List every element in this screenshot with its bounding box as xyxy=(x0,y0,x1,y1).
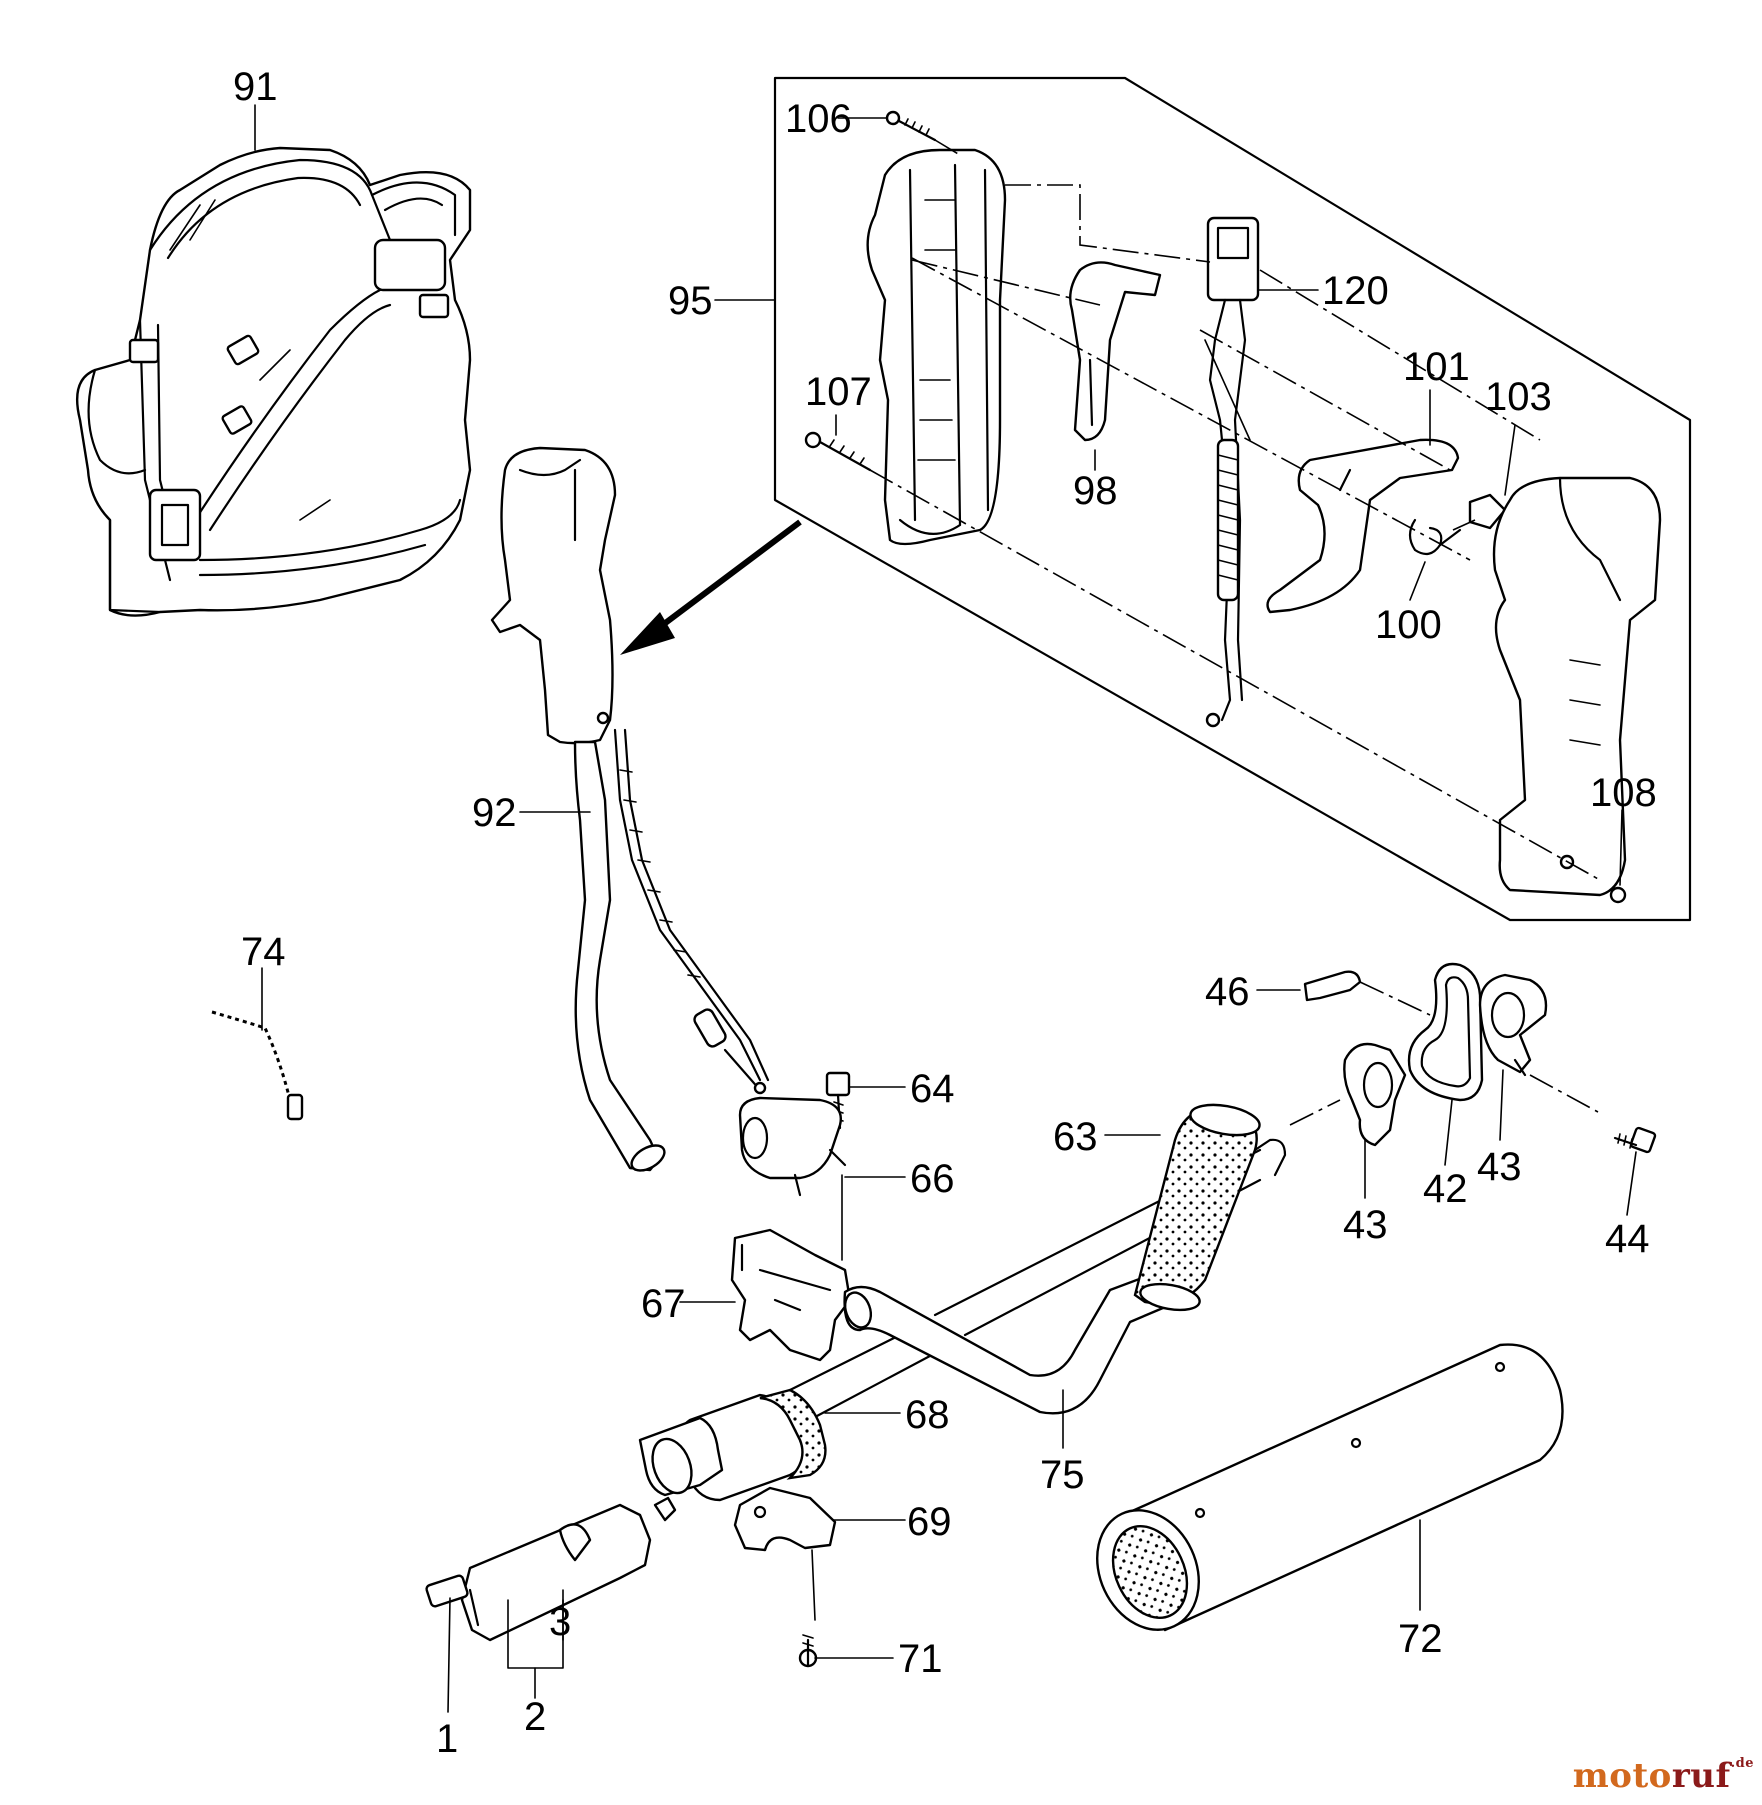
callout-74: 74 xyxy=(241,930,286,974)
assembly-arrow xyxy=(620,519,802,655)
callout-43-left: 43 xyxy=(1343,1203,1388,1247)
callout-42: 42 xyxy=(1423,1167,1468,1211)
harness-part-91 xyxy=(75,146,472,617)
trigger-part-101 xyxy=(1266,438,1460,614)
spring-part-100 xyxy=(1408,518,1462,556)
grip-part-68 xyxy=(638,1388,827,1502)
callout-107: 107 xyxy=(805,370,872,414)
watermark-logo: motoruf.de xyxy=(1573,1756,1754,1796)
grip-part-63 xyxy=(1133,1103,1287,1312)
watermark-part2: ruf xyxy=(1671,1756,1731,1796)
watermark-tld: .de xyxy=(1730,1756,1754,1771)
clamp-part-66 xyxy=(738,1096,847,1261)
button-part-103 xyxy=(1468,493,1507,530)
callout-2: 2 xyxy=(524,1695,546,1739)
callout-101: 101 xyxy=(1403,345,1470,389)
callout-120: 120 xyxy=(1322,269,1389,313)
callout-98: 98 xyxy=(1073,469,1118,513)
screw-part-44 xyxy=(1613,1126,1657,1154)
shaft-parts-1-2-3 xyxy=(425,1496,677,1642)
callout-69: 69 xyxy=(907,1500,952,1544)
callout-68: 68 xyxy=(905,1393,950,1437)
callout-100: 100 xyxy=(1375,603,1442,647)
callout-95: 95 xyxy=(668,279,713,323)
leader-lines xyxy=(254,104,1637,1713)
callout-103: 103 xyxy=(1485,375,1552,419)
callout-1: 1 xyxy=(436,1717,458,1761)
callout-106: 106 xyxy=(785,97,852,141)
callout-75: 75 xyxy=(1040,1453,1085,1497)
switch-part-120 xyxy=(1204,216,1260,728)
callout-46: 46 xyxy=(1205,970,1250,1014)
callout-72: 72 xyxy=(1398,1617,1443,1661)
cable-tie-part-74 xyxy=(211,1010,304,1121)
callout-63: 63 xyxy=(1053,1115,1098,1159)
callout-67: 67 xyxy=(641,1282,686,1326)
callout-71: 71 xyxy=(898,1637,943,1681)
bracket-part-46 xyxy=(1303,970,1431,1016)
bolt-part-71 xyxy=(798,1634,818,1668)
clamp-part-43-right xyxy=(1478,973,1599,1113)
assembly-guide-lines xyxy=(869,139,1601,881)
screw-part-107 xyxy=(804,431,872,472)
lever-part-98 xyxy=(1069,261,1162,442)
handle-housing-right xyxy=(1492,476,1662,897)
gasket-part-42 xyxy=(1407,962,1484,1102)
clamp-part-43-left xyxy=(1343,1042,1407,1147)
handle-assembly-box-95 xyxy=(773,76,1692,922)
screw-part-106 xyxy=(885,110,937,142)
callout-91: 91 xyxy=(233,65,278,109)
callout-64: 64 xyxy=(910,1067,955,1111)
callout-92: 92 xyxy=(472,791,517,835)
callout-108: 108 xyxy=(1590,771,1657,815)
callout-44: 44 xyxy=(1605,1217,1650,1261)
nut-part-108 xyxy=(1609,886,1627,904)
callout-labels: 91 95 106 107 120 98 101 103 100 108 92 … xyxy=(233,65,1657,1761)
callout-43-right: 43 xyxy=(1477,1145,1522,1189)
clamp-part-69 xyxy=(733,1486,837,1621)
callout-3: 3 xyxy=(549,1600,571,1644)
callout-66: 66 xyxy=(910,1157,955,1201)
front-handle-part-75 xyxy=(843,1273,1172,1415)
watermark-part1: moto xyxy=(1572,1756,1672,1796)
handle-part-92 xyxy=(490,446,770,1172)
bracket-part-67 xyxy=(730,1228,852,1362)
tube-part-72 xyxy=(1096,1343,1564,1632)
handle-housing-left xyxy=(866,148,1007,546)
